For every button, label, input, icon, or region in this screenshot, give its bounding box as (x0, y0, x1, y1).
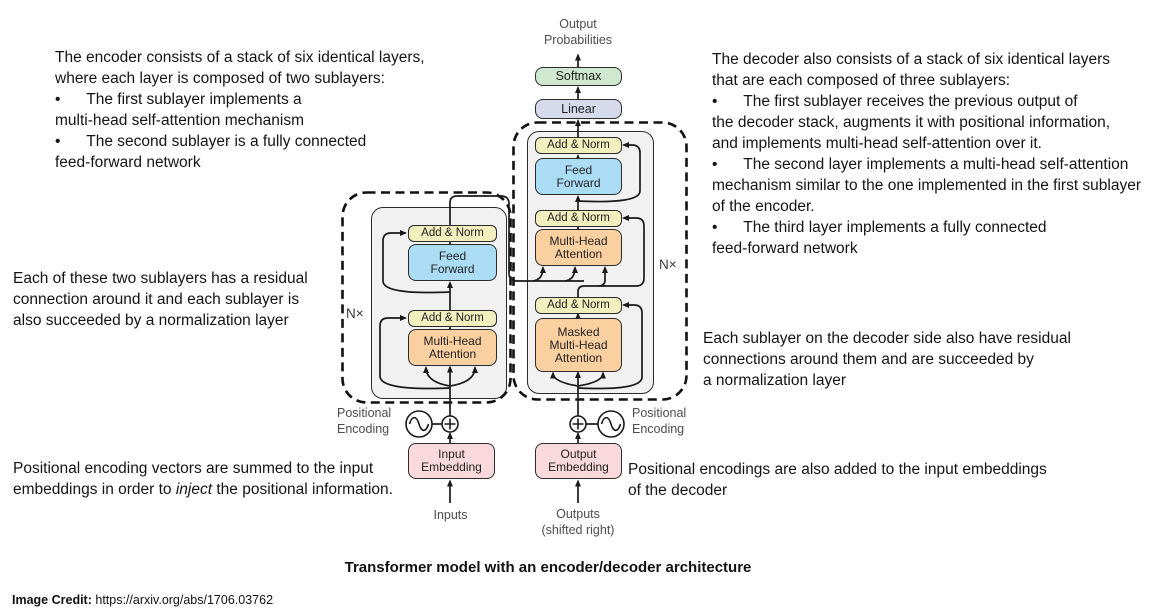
positional-note-left-tail: the positional information. (212, 481, 393, 498)
decoder-multi-head-attention: Multi-Head Attention (535, 229, 622, 266)
positional-encoding-label-right: Positional Encoding (632, 406, 687, 436)
output-probabilities-label: Output Probabilities (543, 17, 613, 47)
positional-note-left: Positional encoding vectors are summed t… (13, 458, 393, 500)
encoder-add-norm-1: Add & Norm (408, 310, 497, 327)
decoder-note: The decoder also consists of a stack of … (712, 51, 1142, 257)
encoder-feed-forward: Feed Forward (408, 244, 497, 281)
positional-note-left-text: Positional encoding vectors are summed t… (13, 460, 374, 498)
linear-box: Linear (535, 99, 622, 119)
positional-encoding-icon-left (405, 410, 433, 438)
inputs-label: Inputs (433, 508, 468, 522)
softmax-box: Softmax (535, 67, 622, 86)
image-credit-label: Image Credit: (12, 593, 92, 607)
encoder-multi-head-attention: Multi-Head Attention (408, 329, 497, 366)
image-credit-url: https://arxiv.org/abs/1706.03762 (91, 593, 274, 607)
sum-icon-right (569, 415, 587, 433)
positional-encoding-label-left: Positional Encoding (337, 406, 392, 436)
figure-caption: Transformer model with an encoder/decode… (344, 559, 752, 576)
outputs-label: Outputs (shifted right) (541, 507, 615, 537)
decoder-masked-multi-head-attention: Masked Multi-Head Attention (535, 318, 622, 372)
positional-note-left-italic: inject (175, 481, 213, 498)
decoder-feed-forward: Feed Forward (535, 158, 622, 195)
encoder-note: The encoder consists of a stack of six i… (55, 49, 425, 171)
encoder-add-norm-2: Add & Norm (408, 225, 497, 242)
encoder-residual-note: Each of these two sublayers has a residu… (13, 270, 308, 329)
input-embedding-box: Input Embedding (408, 443, 495, 479)
decoder-add-norm-2: Add & Norm (535, 210, 622, 227)
decoder-n-times-label: N× (659, 257, 677, 272)
sum-icon-left (441, 415, 459, 433)
decoder-add-norm-1: Add & Norm (535, 297, 622, 314)
positional-encoding-icon-right (597, 410, 625, 438)
decoder-residual-note: Each sublayer on the decoder side also h… (703, 330, 1071, 389)
decoder-add-norm-3: Add & Norm (535, 137, 622, 154)
output-embedding-box: Output Embedding (535, 443, 622, 479)
positional-note-right: Positional encodings are also added to t… (628, 461, 1047, 499)
image-credit: Image Credit: https://arxiv.org/abs/1706… (12, 593, 273, 607)
encoder-n-times-label: N× (346, 306, 364, 321)
